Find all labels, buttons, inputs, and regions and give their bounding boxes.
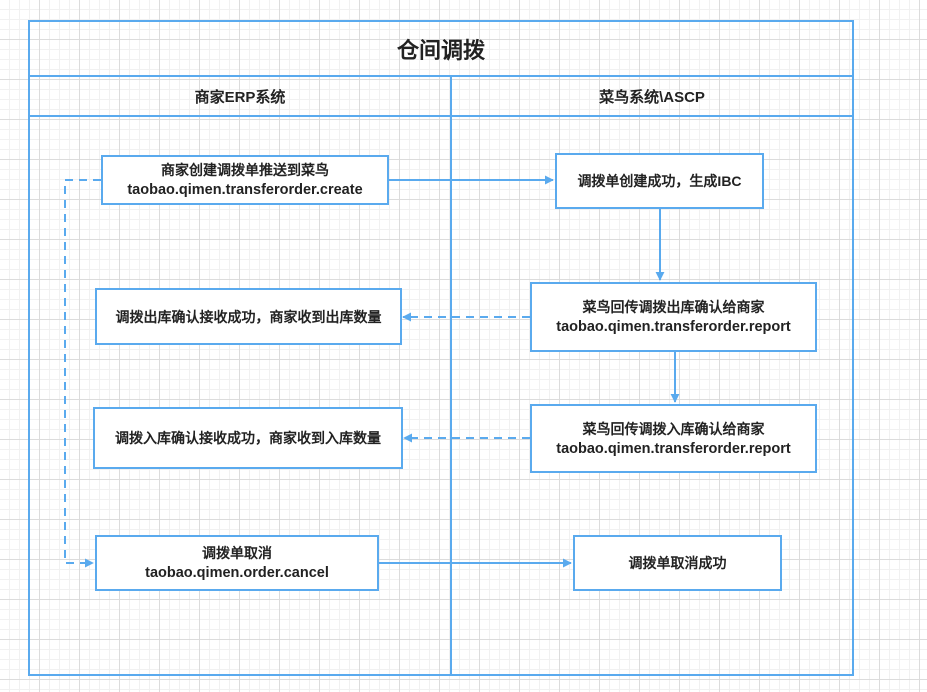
node-cainiao-cancel-success: 调拨单取消成功 [573, 535, 782, 591]
lane-header-merchant-erp: 商家ERP系统 [30, 77, 450, 117]
node-text-line1: 商家创建调拨单推送到菜鸟 [161, 162, 329, 178]
node-merchant-inbound-ack: 调拨入库确认接收成功，商家收到入库数量 [93, 407, 403, 469]
node-merchant-outbound-ack: 调拨出库确认接收成功，商家收到出库数量 [95, 288, 402, 345]
node-text-line1: 调拨入库确认接收成功，商家收到入库数量 [115, 430, 381, 446]
node-cainiao-inbound-report: 菜鸟回传调拨入库确认给商家 taobao.qimen.transferorder… [530, 404, 817, 473]
node-text-line1: 菜鸟回传调拨出库确认给商家 [582, 299, 765, 315]
node-text-line1: 调拨单创建成功，生成IBC [577, 173, 742, 189]
node-text-api: taobao.qimen.transferorder.report [556, 440, 791, 457]
node-merchant-cancel-order: 调拨单取消 taobao.qimen.order.cancel [95, 535, 379, 591]
node-merchant-create-transfer-order: 商家创建调拨单推送到菜鸟 taobao.qimen.transferorder.… [101, 155, 389, 205]
lane-divider [450, 77, 452, 674]
node-text-api: taobao.qimen.transferorder.report [556, 319, 791, 335]
diagram-title: 仓间调拨 [30, 22, 852, 77]
node-text-line1: 调拨单取消 [202, 545, 272, 561]
node-text-line1: 调拨单取消成功 [628, 555, 727, 571]
node-text-api: taobao.qimen.order.cancel [145, 565, 329, 581]
node-cainiao-outbound-report: 菜鸟回传调拨出库确认给商家 taobao.qimen.transferorder… [530, 282, 817, 352]
node-cainiao-order-created: 调拨单创建成功，生成IBC [555, 153, 764, 209]
diagram-frame: 仓间调拨 商家ERP系统 菜鸟系统\ASCP [28, 20, 854, 676]
lane-header-cainiao-ascp: 菜鸟系统\ASCP [452, 77, 852, 117]
node-text-line1: 菜鸟回传调拨入库确认给商家 [582, 420, 765, 437]
node-text-api: taobao.qimen.transferorder.create [127, 182, 363, 198]
node-text-line1: 调拨出库确认接收成功，商家收到出库数量 [115, 308, 382, 325]
